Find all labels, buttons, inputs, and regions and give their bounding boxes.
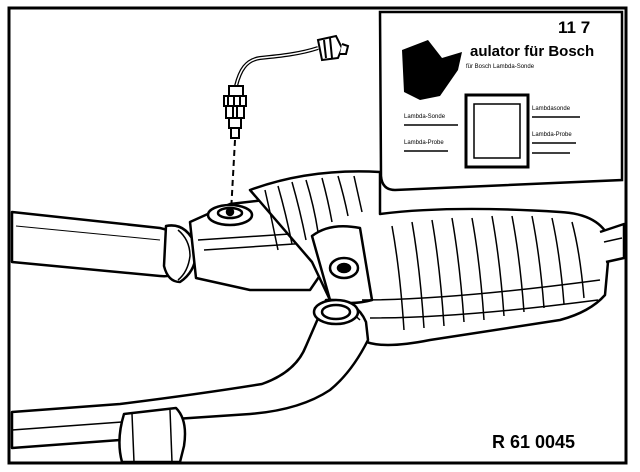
sensor-guide-line — [230, 139, 236, 213]
section-number: 11 7 — [558, 18, 590, 37]
brand-logo-icon — [402, 40, 462, 100]
label-card-right-text-1: Lambdasonde — [532, 106, 571, 112]
pipe-clamp — [118, 406, 187, 464]
pipe-flange — [162, 224, 198, 284]
label-card-subtitle: für Bosch Lambda-Sonde — [466, 64, 535, 70]
oxygen-sensor — [223, 34, 350, 139]
label-card-title: aulator für Bosch — [470, 43, 594, 60]
reference-code: R 61 0045 — [492, 432, 575, 452]
label-card-window — [464, 93, 530, 169]
label-card-right-text-2: Lambda-Probe — [532, 132, 572, 138]
exhaust-system — [10, 170, 626, 464]
heat-shield-ribs — [264, 175, 585, 331]
label-card: aulator für Bosch für Bosch Lambda-Sonde… — [378, 10, 624, 192]
label-card-left-text-2: Lambda-Probe — [404, 140, 444, 146]
label-card-left-text-1: Lambda-Sonde — [404, 114, 446, 120]
lower-pipe — [10, 298, 370, 450]
